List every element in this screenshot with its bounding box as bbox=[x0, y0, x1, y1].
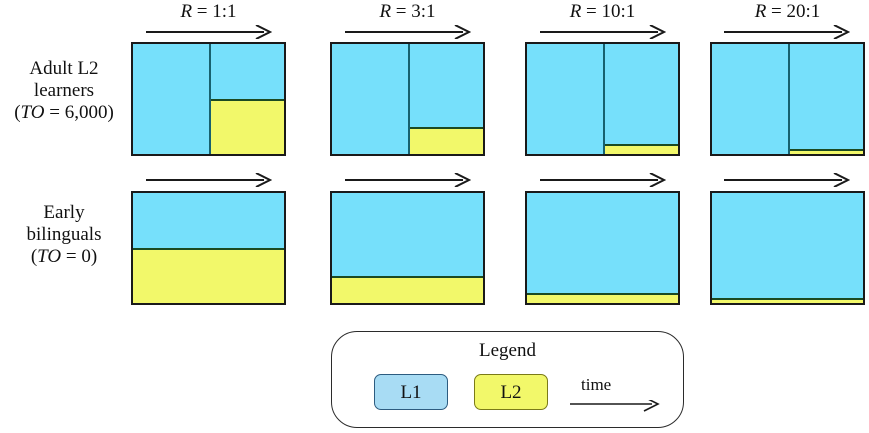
legend-time-label: time bbox=[581, 375, 612, 394]
panel-early-r-10-1 bbox=[525, 191, 680, 305]
l2-band bbox=[604, 144, 678, 154]
row-label-line-2: learners bbox=[33, 80, 95, 101]
l2-band bbox=[210, 99, 284, 154]
time-arrow-icon bbox=[146, 173, 272, 187]
panel-pre-onset-region bbox=[133, 44, 209, 154]
column-header-symbol: R bbox=[180, 1, 193, 22]
panel-full-region bbox=[712, 193, 863, 303]
l1-band bbox=[133, 193, 284, 248]
l1-band bbox=[789, 44, 863, 149]
row-label-early-bilinguals: Early bilinguals (TO = 0) bbox=[0, 202, 128, 268]
panel-adult-r-3-1 bbox=[330, 42, 485, 156]
panel-adult-r-20-1 bbox=[710, 42, 865, 156]
row-label-to-value: = 0) bbox=[61, 246, 98, 267]
l1-band bbox=[527, 193, 678, 294]
row-label-to-symbol: TO bbox=[37, 246, 62, 267]
column-header-symbol: R bbox=[754, 1, 767, 22]
column-header-value: = 1:1 bbox=[192, 1, 237, 22]
l2-band bbox=[789, 148, 863, 154]
panel-pre-onset-region bbox=[332, 44, 408, 154]
l2-band bbox=[409, 126, 483, 154]
row-label-line-1: Early bbox=[43, 202, 85, 223]
panel-early-r-20-1 bbox=[710, 191, 865, 305]
column-header-r-20-1: R = 20:1 bbox=[710, 2, 865, 22]
row-label-adult-l2-learners: Adult L2 learners (TO = 6,000) bbox=[0, 58, 128, 124]
panel-full-region bbox=[332, 193, 483, 303]
l1-band bbox=[332, 44, 408, 154]
l1-band bbox=[409, 44, 483, 127]
panel-pre-onset-region bbox=[527, 44, 603, 154]
l1-band bbox=[604, 44, 678, 145]
panel-early-r-1-1 bbox=[131, 191, 286, 305]
column-header-value: = 10:1 bbox=[581, 1, 636, 22]
panel-post-onset-region bbox=[602, 44, 678, 154]
row-label-line-3: (TO = 0) bbox=[0, 246, 128, 268]
time-arrow-icon bbox=[146, 25, 272, 39]
panel-post-onset-region bbox=[787, 44, 863, 154]
column-header-value: = 20:1 bbox=[766, 1, 821, 22]
panel-early-r-3-1 bbox=[330, 191, 485, 305]
time-arrow-icon bbox=[540, 25, 666, 39]
l1-band bbox=[133, 44, 209, 154]
column-header-value: = 3:1 bbox=[391, 1, 436, 22]
row-label-paren-open: ( bbox=[14, 102, 21, 123]
panel-adult-r-10-1 bbox=[525, 42, 680, 156]
legend-box: Legend L1 L2 time bbox=[331, 331, 684, 428]
row-label-to-symbol: TO bbox=[20, 102, 45, 123]
l2-band bbox=[527, 293, 678, 303]
time-arrow-icon bbox=[724, 25, 850, 39]
row-label-line-2: bilinguals bbox=[26, 224, 102, 245]
column-header-r-3-1: R = 3:1 bbox=[330, 2, 485, 22]
column-header-symbol: R bbox=[569, 1, 582, 22]
row-label-to-value: = 6,000) bbox=[44, 102, 114, 123]
legend-time-arrow-icon bbox=[570, 400, 660, 414]
row-label-paren-open: ( bbox=[30, 246, 38, 267]
l1-band bbox=[332, 193, 483, 276]
time-arrow-icon bbox=[724, 173, 850, 187]
l2-band bbox=[332, 275, 483, 303]
panel-post-onset-region bbox=[208, 44, 284, 154]
l1-band bbox=[712, 44, 788, 154]
panel-pre-onset-region bbox=[712, 44, 788, 154]
time-arrow-icon bbox=[540, 173, 666, 187]
time-arrow-icon bbox=[345, 173, 471, 187]
l1-band bbox=[210, 44, 284, 99]
row-label-line-1: Adult L2 bbox=[29, 58, 99, 79]
panel-full-region bbox=[527, 193, 678, 303]
l2-band bbox=[133, 248, 284, 303]
l1-band bbox=[712, 193, 863, 298]
legend-title: Legend bbox=[479, 340, 536, 361]
legend-swatch-l2: L2 bbox=[474, 374, 548, 410]
panel-adult-r-1-1 bbox=[131, 42, 286, 156]
panel-post-onset-region bbox=[407, 44, 483, 154]
column-header-r-10-1: R = 10:1 bbox=[525, 2, 680, 22]
column-header-r-1-1: R = 1:1 bbox=[131, 2, 286, 22]
legend-swatch-l1: L1 bbox=[374, 374, 448, 410]
column-header-symbol: R bbox=[379, 1, 392, 22]
row-label-line-3: (TO = 6,000) bbox=[0, 102, 128, 124]
panel-full-region bbox=[133, 193, 284, 303]
time-arrow-icon bbox=[345, 25, 471, 39]
l2-band bbox=[712, 297, 863, 303]
l1-band bbox=[527, 44, 603, 154]
